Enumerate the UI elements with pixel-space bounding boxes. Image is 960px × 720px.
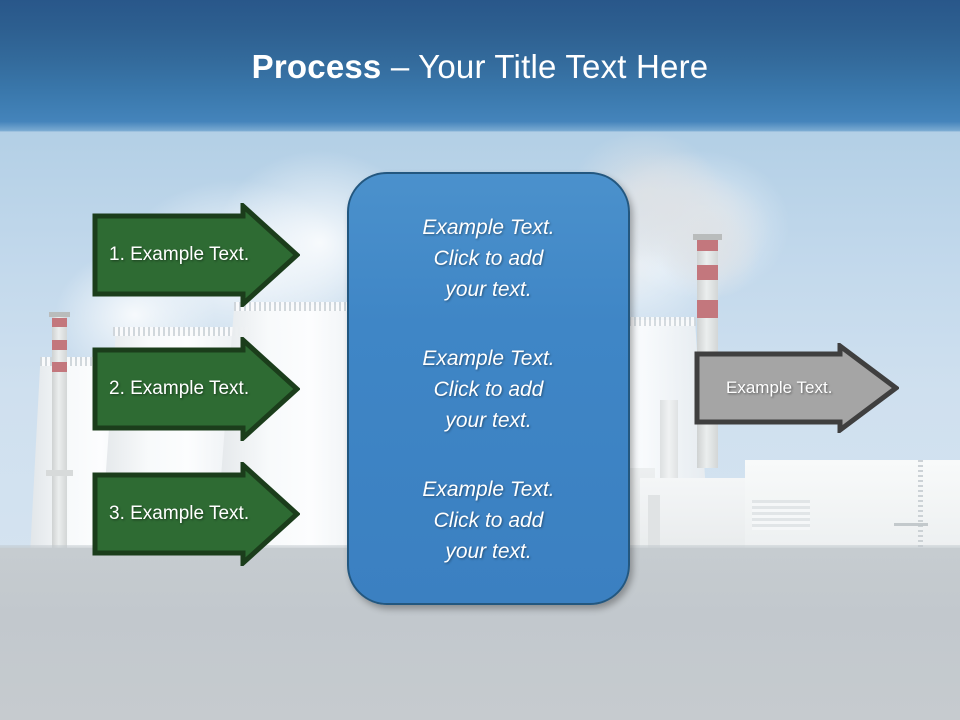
chimney-band (52, 318, 67, 327)
center-text-line: Click to add (433, 509, 544, 532)
page-title-bold: Process (251, 48, 382, 85)
center-text-block-3: Example Text. Click to add your text. (386, 474, 592, 567)
center-text-line: your text. (445, 278, 532, 301)
center-text-line: Click to add (433, 378, 544, 401)
center-text-line: Click to add (433, 247, 544, 270)
process-step-label-2: 2. Example Text. (109, 378, 250, 399)
process-step-label-1: 1. Example Text. (109, 244, 250, 265)
center-text-line: Example Text. (422, 478, 555, 501)
center-text-line: your text. (445, 409, 532, 432)
chimney-band (52, 362, 67, 372)
center-content-box[interactable]: Example Text. Click to add your text. Ex… (347, 172, 630, 605)
cooling-tower-rim (574, 317, 696, 326)
process-step-arrow-3[interactable]: 3. Example Text. (92, 462, 300, 566)
chimney-left (52, 315, 67, 560)
title-band (0, 0, 960, 132)
center-text-line: Example Text. (422, 347, 555, 370)
arrow-right-icon (92, 203, 300, 307)
cooling-tower-rim (234, 302, 373, 311)
chimney-band (697, 265, 718, 280)
arrow-right-icon (92, 462, 300, 566)
chimney-band (697, 238, 718, 251)
chimney-band (697, 300, 718, 318)
result-arrow[interactable]: Example Text. (694, 343, 899, 433)
process-step-arrow-2[interactable]: 2. Example Text. (92, 337, 300, 441)
center-text-line: your text. (445, 540, 532, 563)
chimney-band (52, 340, 67, 350)
arrow-right-icon (694, 343, 899, 433)
industrial-building (648, 495, 660, 555)
building-louvre (752, 500, 810, 530)
cooling-tower-rim (113, 327, 249, 336)
process-step-arrow-1[interactable]: 1. Example Text. (92, 203, 300, 307)
center-text-block-1: Example Text. Click to add your text. (386, 212, 592, 305)
center-text-block-2: Example Text. Click to add your text. (386, 343, 592, 436)
process-step-label-3: 3. Example Text. (109, 503, 250, 524)
building-rail (894, 523, 928, 526)
result-arrow-label: Example Text. (726, 378, 833, 397)
chimney-collar (46, 470, 73, 476)
page-title: Process – Your Title Text Here (0, 48, 960, 86)
building-ladder (918, 460, 923, 556)
page-title-rest: – Your Title Text Here (381, 48, 709, 85)
chimney-cap (49, 312, 70, 317)
center-text-line: Example Text. (422, 216, 555, 239)
chimney-cap (693, 234, 722, 240)
arrow-right-icon (92, 337, 300, 441)
